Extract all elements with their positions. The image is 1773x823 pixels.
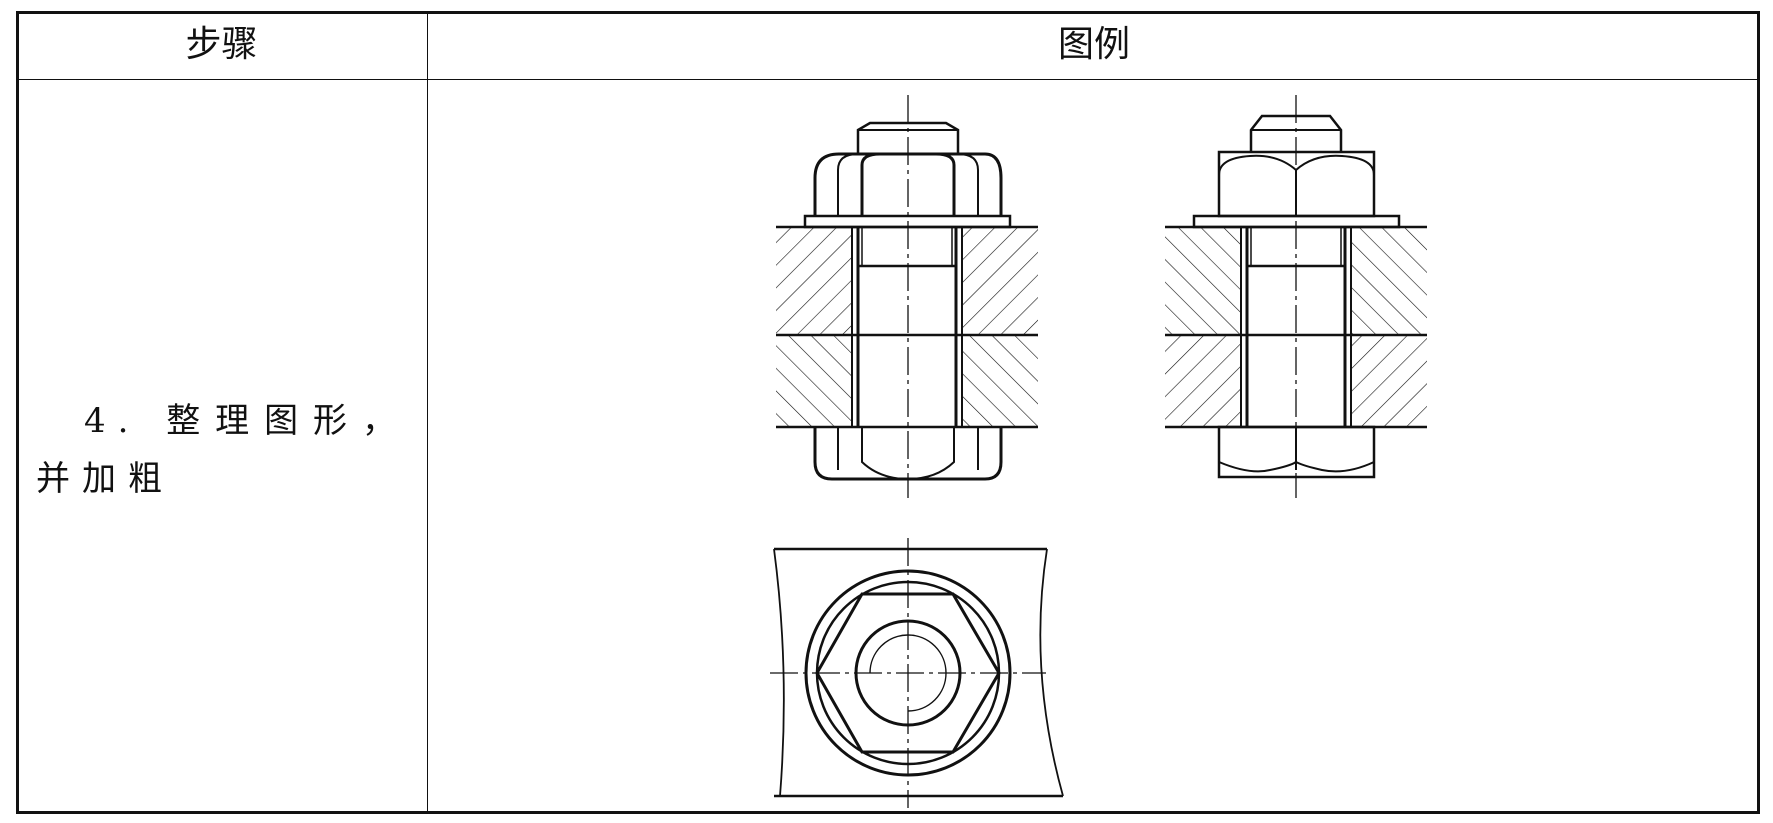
table-frame xyxy=(16,11,1760,814)
header-divider xyxy=(16,79,1760,80)
step-description: 4. 整理图形，并加粗 xyxy=(36,401,408,499)
column-divider xyxy=(427,11,428,814)
front-view-left xyxy=(776,95,1038,498)
front-view-right xyxy=(1165,95,1427,498)
header-figure: 图例 xyxy=(1057,24,1130,65)
header-step: 步骤 xyxy=(185,24,258,65)
top-view xyxy=(770,538,1064,808)
